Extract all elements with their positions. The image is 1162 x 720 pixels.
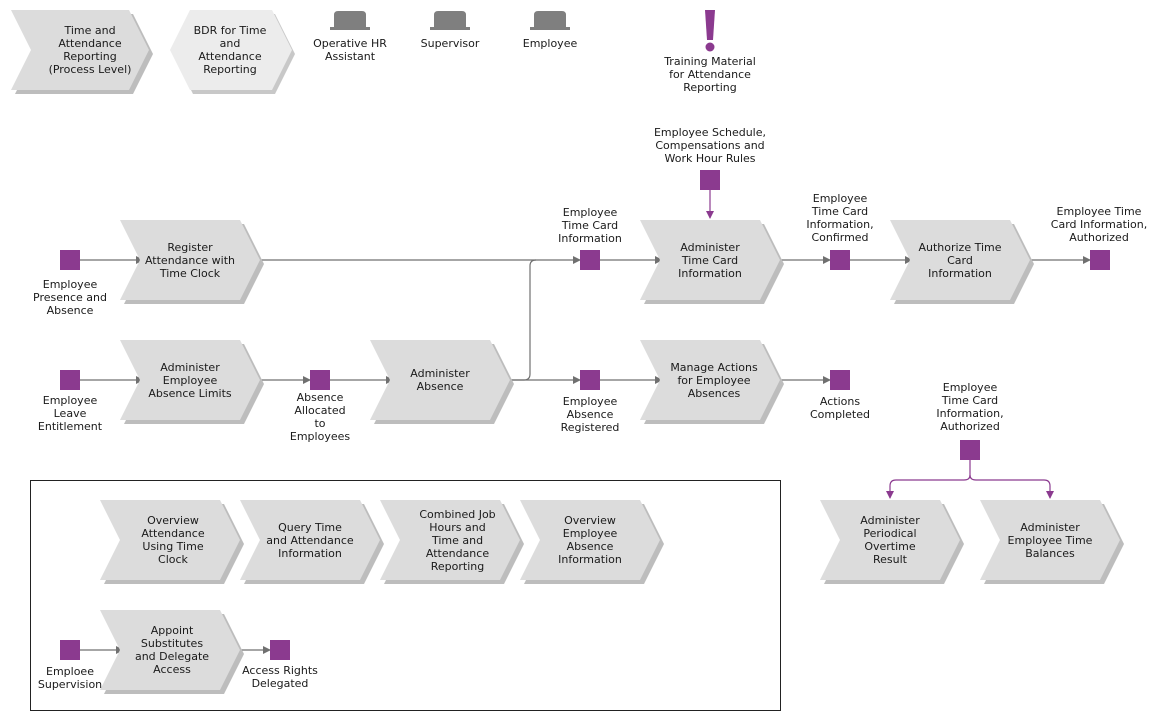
function-overview-clock[interactable] — [100, 500, 244, 584]
bdr-label: BDR for Time and Attendance Reporting — [193, 24, 267, 76]
function-label-administer-limits: Administer Employee Absence Limits — [148, 360, 232, 400]
function-label-combined-job: Combined Job Hours and Time and Attendan… — [419, 507, 496, 573]
function-appoint-substitutes[interactable] — [100, 610, 244, 694]
event-label-schedule-rules: Employee Schedule, Compensations and Wor… — [653, 126, 767, 165]
event-time-card-authorized-2[interactable] — [960, 440, 980, 460]
role-label-hr-assistant: Operative HR Assistant — [313, 37, 387, 63]
process-level-label: Time and Attendance Reporting (Process L… — [48, 24, 132, 76]
event-label-actions-completed: Actions Completed — [810, 395, 870, 421]
event-label-employee-supervision: Emploee Supervision — [37, 665, 103, 691]
event-label-access-rights: Access Rights Delegated — [242, 664, 318, 690]
event-label-time-card-confirmed: Employee Time Card Information, Confirme… — [806, 192, 874, 244]
bdr-shape[interactable] — [170, 10, 292, 90]
role-label-supervisor: Supervisor — [420, 37, 480, 50]
function-label-administer-time-card: Administer Time Card Information — [678, 240, 742, 280]
event-label-time-card-info: Employee Time Card Information — [558, 206, 622, 245]
function-label-periodical-overtime: Administer Periodical Overtime Result — [860, 514, 920, 566]
resource-connectors — [706, 190, 1054, 499]
role-icon-hr-assistant — [330, 11, 370, 30]
event-schedule-rules[interactable] — [700, 170, 720, 190]
function-label-authorize-time-card: Authorize Time Card Information — [918, 240, 1002, 280]
process-level-shape[interactable] — [11, 10, 149, 90]
event-time-card-confirmed[interactable] — [830, 250, 850, 270]
function-label-administer-absence: Administer Absence — [410, 367, 470, 393]
event-label-absence-registered: Employee Absence Registered — [560, 395, 620, 434]
role-icon-employee — [530, 11, 570, 30]
event-employee-supervision[interactable] — [60, 640, 80, 660]
event-presence-absence[interactable] — [60, 250, 80, 270]
event-time-card-authorized[interactable] — [1090, 250, 1110, 270]
event-absence-registered[interactable] — [580, 370, 600, 390]
function-administer-limits[interactable] — [120, 340, 264, 424]
function-label-register-attendance: Register Attendance with Time Clock — [144, 240, 236, 280]
function-label-appoint-substitutes: Appoint Substitutes and Delegate Access — [134, 624, 210, 676]
function-authorize-time-card[interactable] — [890, 220, 1034, 304]
event-actions-completed[interactable] — [830, 370, 850, 390]
function-administer-time-card[interactable] — [640, 220, 784, 304]
function-group-frame — [30, 480, 781, 711]
function-label-time-balances: Administer Employee Time Balances — [1007, 520, 1093, 560]
function-query-time[interactable] — [240, 500, 384, 584]
function-label-manage-actions: Manage Actions for Employee Absences — [670, 360, 758, 400]
event-absence-allocated[interactable] — [310, 370, 330, 390]
function-administer-absence[interactable] — [370, 340, 514, 424]
function-label-overview-clock: Overview Attendance Using Time Clock — [141, 514, 205, 566]
function-combined-job[interactable] — [380, 500, 524, 584]
training-material-label: Training Material for Attendance Reporti… — [664, 55, 756, 94]
training-material-icon — [705, 10, 715, 52]
event-time-card-info[interactable] — [580, 250, 600, 270]
event-label-absence-allocated: Absence Allocated to Employees — [289, 391, 351, 443]
function-manage-actions[interactable] — [640, 340, 784, 424]
event-leave-entitlement[interactable] — [60, 370, 80, 390]
function-periodical-overtime[interactable] — [820, 500, 964, 584]
function-label-overview-absence: Overview Employee Absence Information — [558, 514, 622, 566]
role-icon-supervisor — [430, 11, 470, 30]
event-label-leave-entitlement: Employee Leave Entitlement — [37, 394, 103, 433]
function-label-query-time: Query Time and Attendance Information — [266, 520, 354, 560]
event-label-time-card-authorized: Employee Time Card Information, Authoriz… — [1050, 205, 1148, 244]
role-label-employee: Employee — [522, 37, 578, 50]
event-label-time-card-authorized-2: Employee Time Card Information, Authoriz… — [936, 381, 1004, 433]
connectors — [80, 256, 1091, 654]
event-label-presence-absence: Employee Presence and Absence — [33, 278, 107, 317]
function-overview-absence[interactable] — [520, 500, 664, 584]
function-register-attendance[interactable] — [120, 220, 264, 304]
function-time-balances[interactable] — [980, 500, 1124, 584]
event-access-rights[interactable] — [270, 640, 290, 660]
